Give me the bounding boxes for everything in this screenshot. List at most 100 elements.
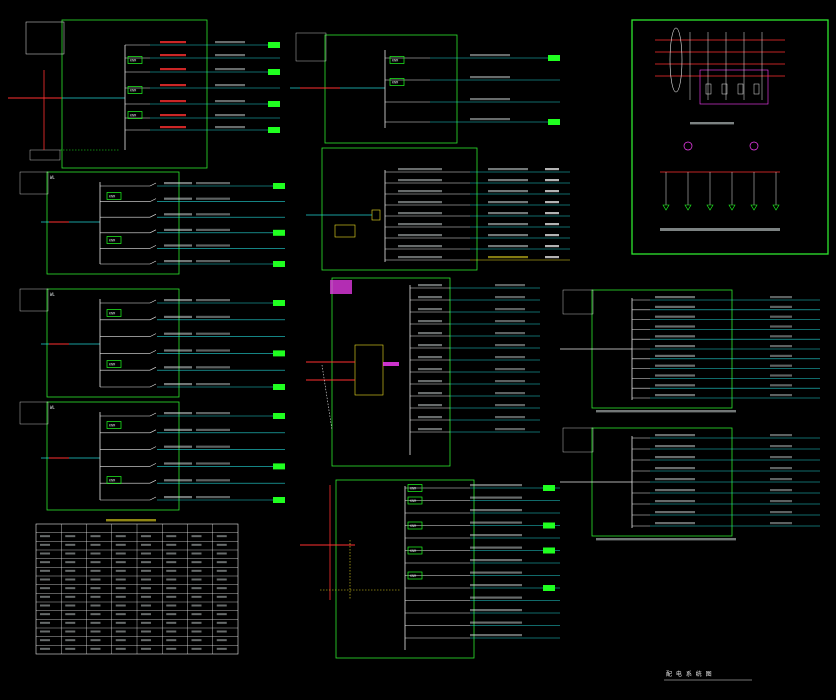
feeder-annotation (164, 496, 192, 499)
feeder-end-tag (273, 413, 285, 419)
table-cell (65, 621, 76, 624)
table-cell (115, 613, 126, 616)
feeder-annotation (398, 201, 442, 204)
ground-box-magenta (699, 69, 769, 105)
feeder-annotation (655, 522, 695, 525)
feeder-annotation (398, 212, 442, 215)
table-cell (216, 552, 227, 555)
feeder-annotation (196, 332, 230, 335)
table-cell (40, 543, 50, 546)
feeder-annotation (215, 126, 245, 129)
table-cell (65, 552, 76, 555)
earth-symbol (662, 204, 670, 211)
table-cell (65, 569, 76, 572)
table-cell (90, 639, 101, 642)
feeder-annotation (164, 260, 192, 263)
table-cell (90, 561, 101, 564)
feeder-annotation (196, 315, 230, 318)
feeder-annotation (495, 344, 525, 347)
feeder-annotation (398, 168, 442, 171)
feeder-annotation (655, 511, 695, 514)
feeder-annotation (655, 305, 695, 308)
feeder-annotation (418, 380, 442, 383)
feeder-annotation (196, 228, 230, 231)
table-cell (141, 604, 151, 607)
feeder-annotation (215, 41, 245, 44)
feeder-annotation (418, 356, 442, 359)
feeder-annotation (164, 383, 192, 386)
table-cell (115, 561, 126, 564)
breaker-symbol: KNM (407, 496, 423, 505)
feeder-annotation (418, 428, 442, 431)
feeder-annotation (196, 479, 230, 482)
table-cell (166, 647, 177, 650)
feeder-annotation (418, 308, 442, 311)
table-cell (216, 613, 227, 616)
table-cell (115, 587, 126, 590)
feeder-annotation (488, 234, 528, 237)
feeder-annotation (770, 445, 792, 448)
table-cell (115, 604, 126, 607)
breaker-symbol: KNM (407, 484, 423, 492)
breaker-box (389, 78, 405, 86)
table-cell (65, 613, 76, 616)
feeder-annotation (470, 534, 522, 537)
feeder-annotation (418, 332, 442, 335)
feeder-annotation (545, 256, 559, 259)
table-cell (115, 595, 126, 598)
panel-header-text: WL (50, 175, 55, 180)
table-cell (115, 578, 126, 581)
feeder-end-tag (273, 384, 285, 390)
table-cell (90, 613, 101, 616)
feeder-annotation (495, 404, 525, 407)
feeder-end-tag (268, 69, 280, 75)
breaker-label: KNM (109, 424, 115, 428)
feeder-annotation (488, 223, 528, 226)
panel-frame (335, 479, 475, 659)
panel-info-box (562, 289, 594, 315)
switch-contact (149, 496, 157, 501)
feeder-end-tag (543, 485, 555, 491)
table-cell (166, 578, 177, 581)
feeder-annotation (196, 496, 230, 499)
table-cell (166, 630, 177, 633)
panel-note (596, 538, 736, 541)
table-cell (40, 552, 50, 555)
feeder-annotation (655, 467, 695, 470)
feeder-annotation (196, 383, 230, 386)
table-cell (40, 569, 50, 572)
drawing-title: 配 电 系 统 图 (666, 670, 713, 678)
feeder-annotation (470, 571, 522, 574)
feeder-annotation-red (160, 41, 186, 44)
breaker-box (127, 86, 143, 94)
breaker-symbol: KNM (106, 192, 122, 200)
table-cell (115, 621, 126, 624)
feeder-end-tag (273, 183, 285, 189)
panel-header-text: WL (50, 292, 55, 297)
breaker-label: KNM (130, 59, 136, 63)
table-cell (141, 621, 151, 624)
earth-electrode (749, 141, 759, 151)
table-cell (191, 535, 202, 538)
switch-contact (149, 198, 157, 202)
breaker-symbol: KNM (407, 546, 423, 555)
feeder-annotation (495, 320, 525, 323)
control-dashed (321, 364, 333, 431)
table-cell (216, 595, 227, 598)
table-cell (65, 561, 76, 564)
feeder-annotation (215, 114, 245, 117)
breaker-label: KNM (130, 89, 136, 93)
feeder-annotation (495, 308, 525, 311)
table-cell (166, 552, 177, 555)
table-cell (216, 647, 227, 650)
table-cell (115, 552, 126, 555)
switch-contact (149, 316, 157, 321)
breaker-symbol: KNM (389, 56, 405, 64)
feeder-annotation (215, 84, 245, 87)
switch-contact (149, 446, 157, 450)
table-cell (90, 587, 101, 590)
table-cell (216, 639, 227, 642)
switch-contact (149, 182, 157, 187)
table-cell (90, 535, 101, 538)
feeder-annotation (196, 197, 230, 200)
